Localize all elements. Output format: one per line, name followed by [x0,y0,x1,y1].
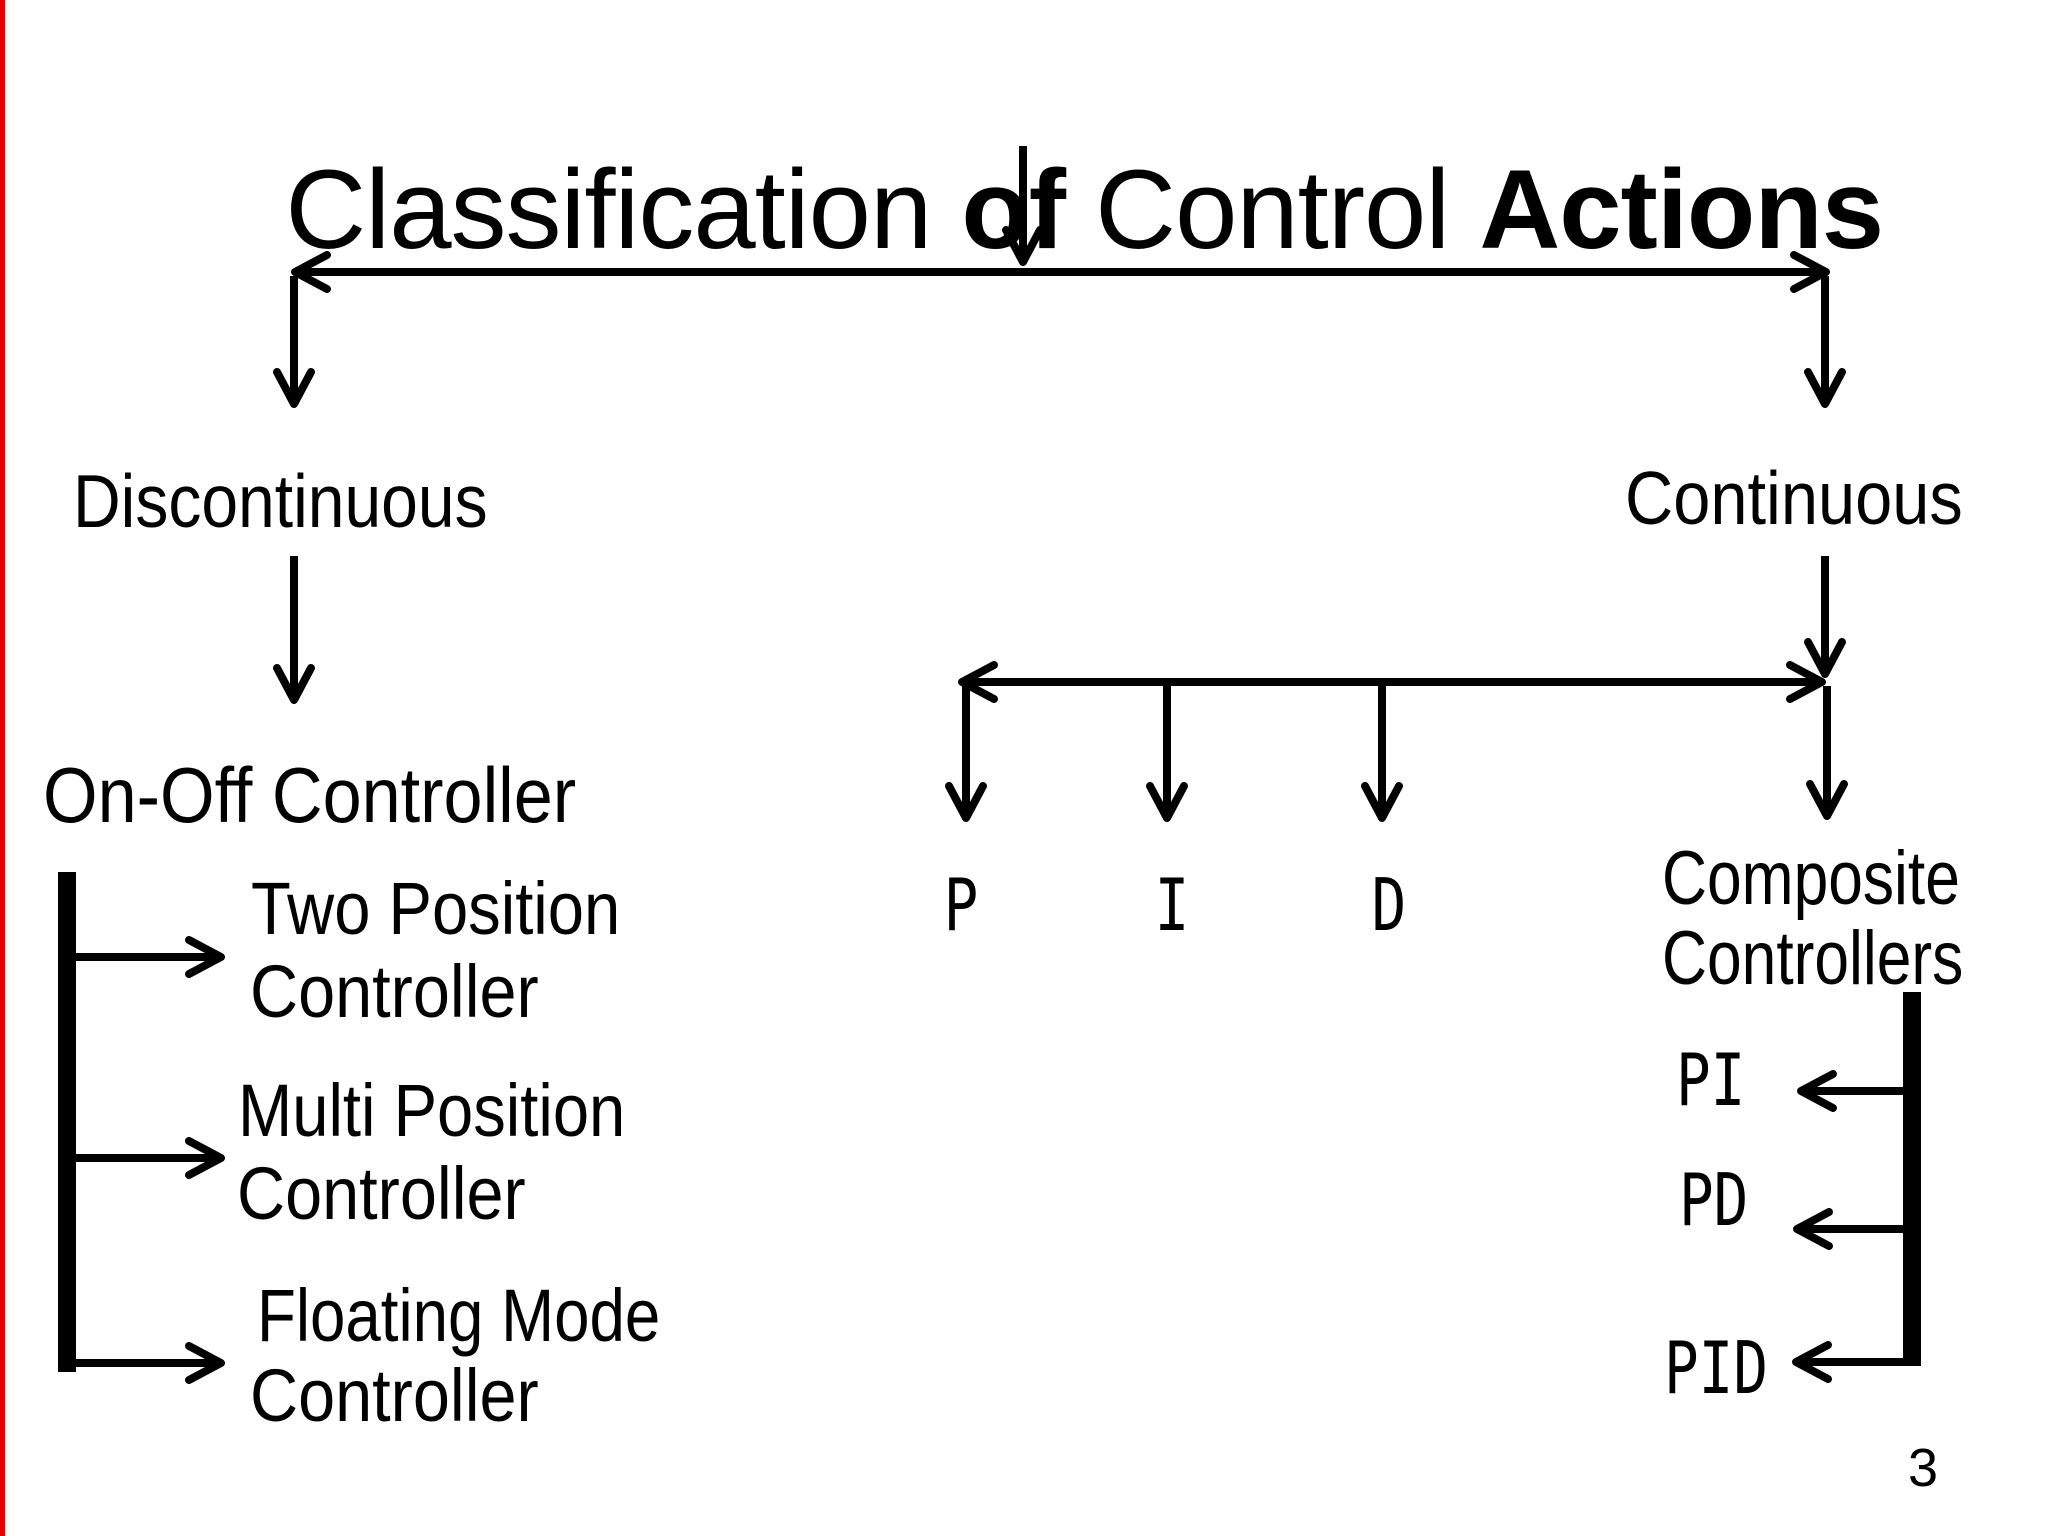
right-bracket-bar [1903,992,1921,1366]
node-continuous: Continuous [1625,456,1963,540]
left-bracket-bar [58,872,76,1372]
node-pid: PID [1664,1326,1769,1410]
left-edge-red-stripe [0,0,5,1536]
node-p: P [943,863,979,947]
page-title: Classification of Control Actions [0,42,2048,378]
node-floating-mode-line1: Floating Mode [257,1274,661,1357]
onoff-types-bracket [58,872,225,1384]
title-word-classification: Classification [285,147,962,272]
root-branch-arrows [273,146,1846,704]
node-two-position-line2: Controller [250,950,539,1033]
continuous-branch-arrows [945,661,1848,822]
node-composite-line2: Controllers [1662,916,1964,1001]
node-composite-line1: Composite [1662,836,1960,921]
page-number: 3 [1908,1438,1939,1498]
title-word-control: Control [1065,147,1480,272]
node-pd: PD [1679,1158,1749,1242]
node-d: D [1371,863,1407,947]
composite-types-bracket [1792,992,1921,1383]
node-onoff-controller: On-Off Controller [43,751,577,839]
node-pi: PI [1676,1038,1746,1122]
node-floating-mode-line2: Controller [250,1354,539,1437]
title-word-of: of [961,147,1066,272]
node-two-position-line1: Two Position [251,867,621,950]
node-multi-position-line2: Controller [237,1152,526,1235]
node-multi-position-line1: Multi Position [238,1069,626,1152]
node-discontinuous: Discontinuous [73,459,488,543]
title-word-actions: Actions [1479,147,1884,272]
node-i: I [1154,863,1190,947]
